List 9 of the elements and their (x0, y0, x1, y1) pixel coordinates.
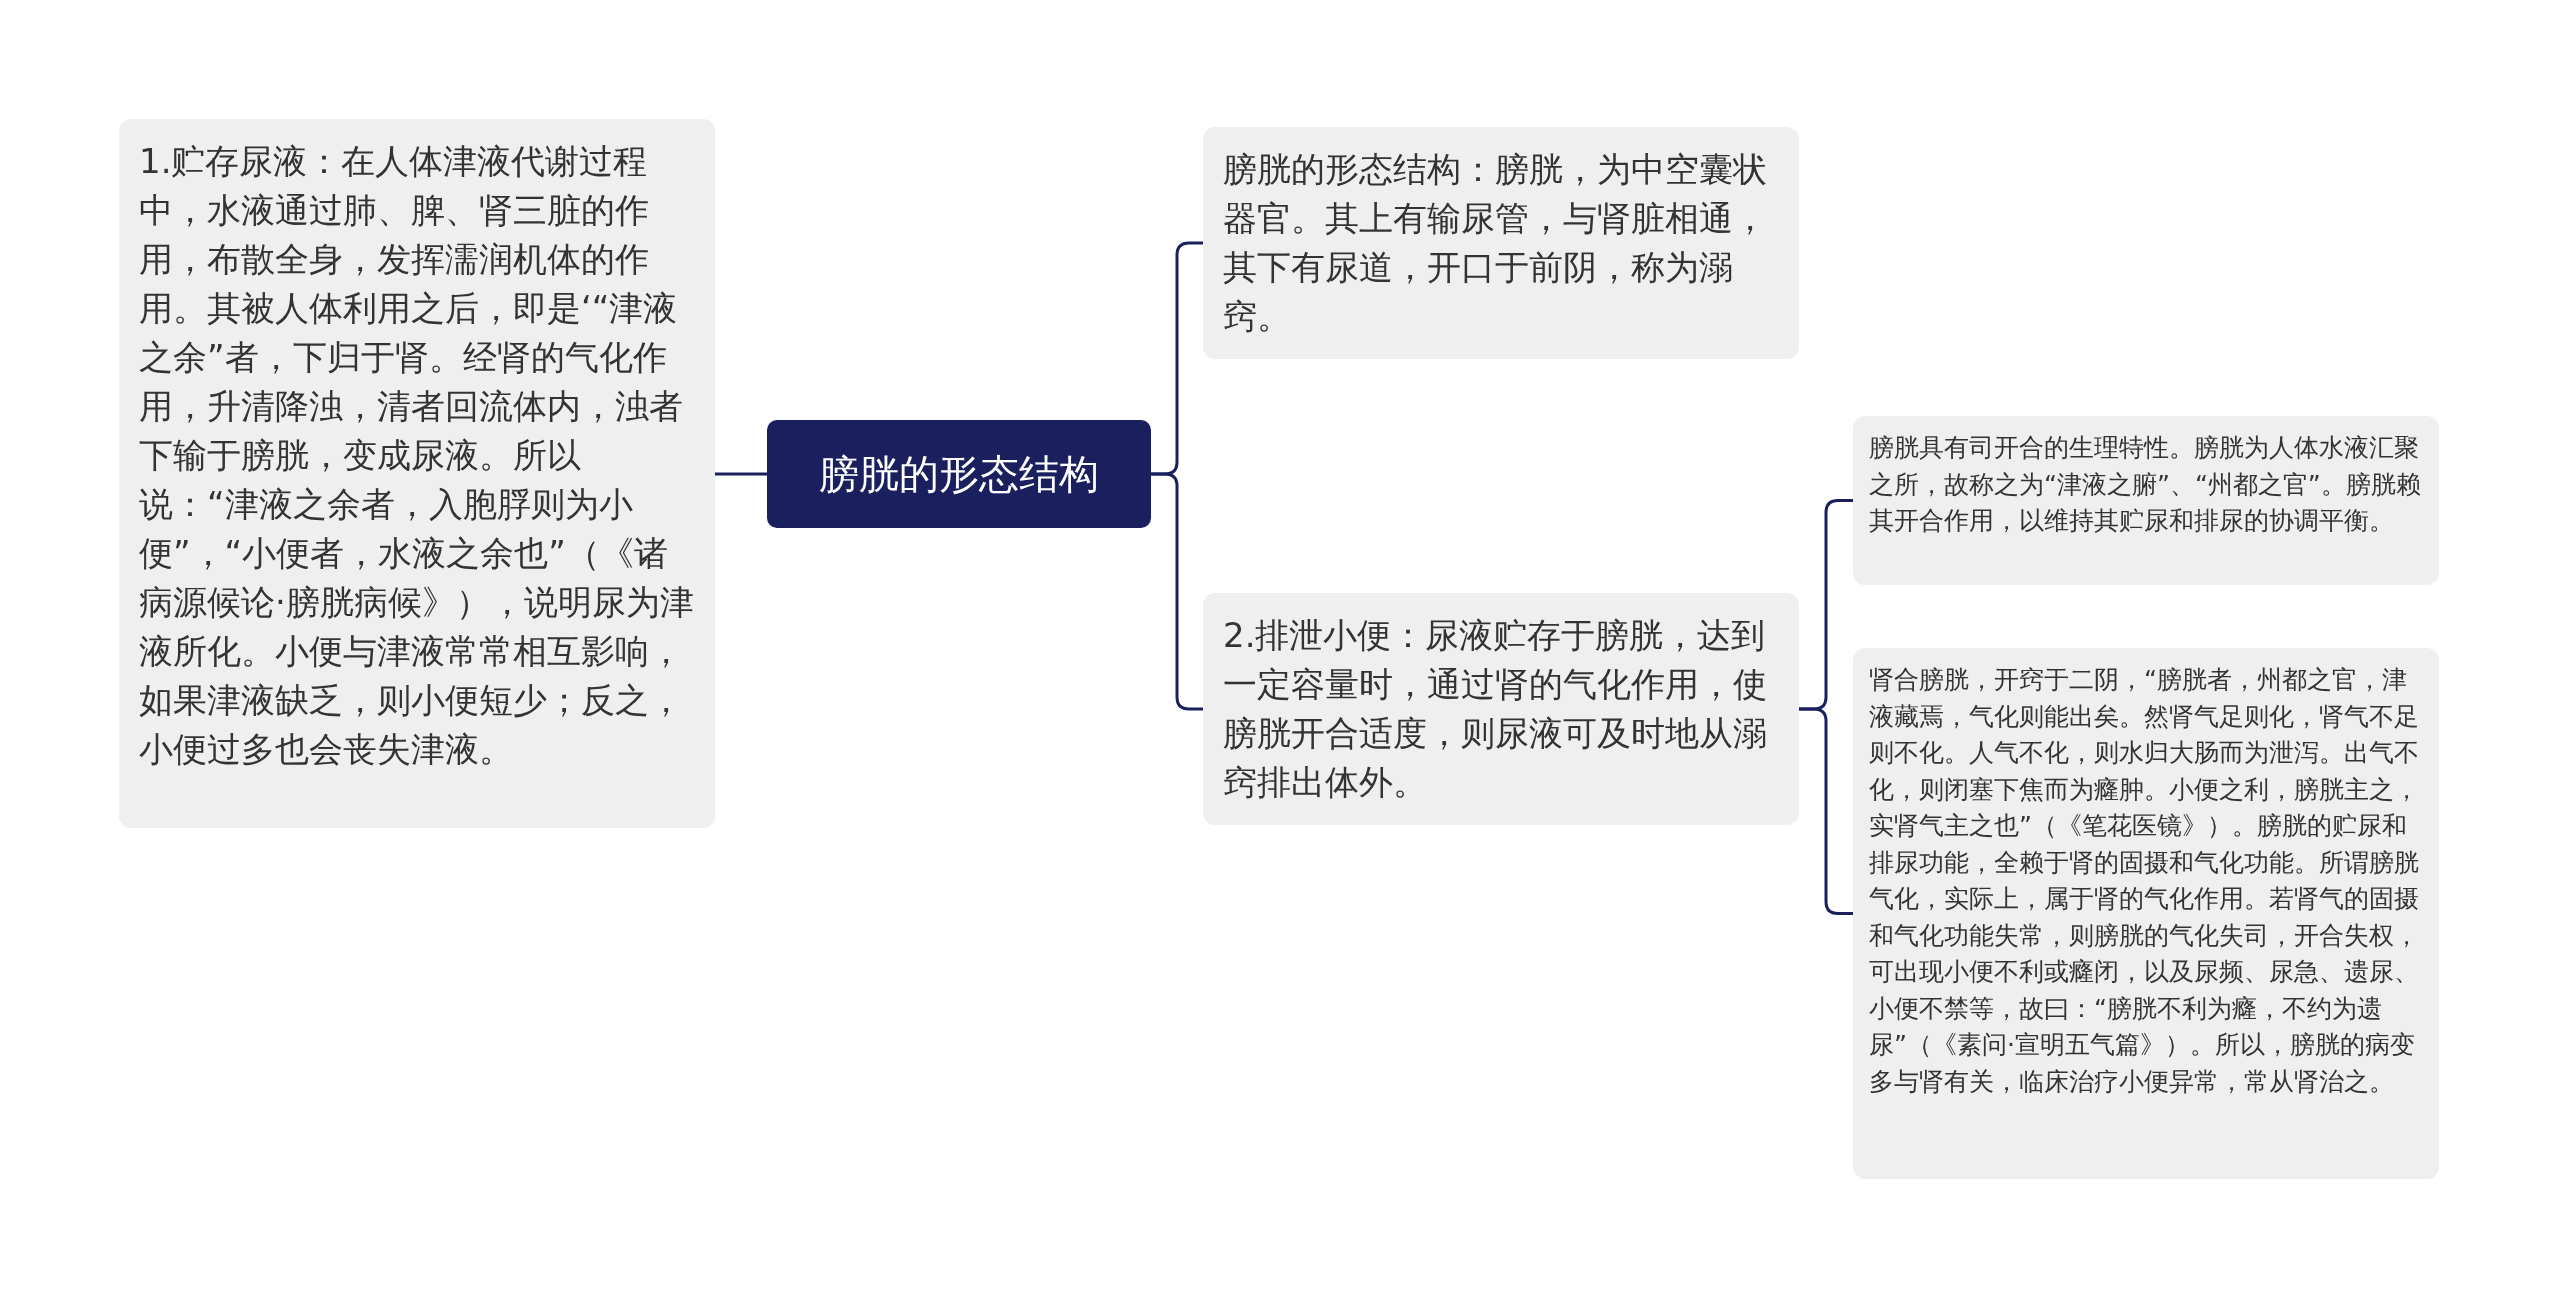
connector-line (1151, 472, 1203, 711)
connector-line (715, 472, 767, 476)
connector-line (1799, 707, 1853, 915)
subtopic-box: 膀胱具有司开合的生理特性。膀胱为人体水液汇聚之所，故称之为“津液之腑”、“州都之官”。膀胱赖其开合作用，以维持其贮尿和排尿的协调平衡。 (1853, 416, 2439, 585)
topic-box: 膀胱的形态结构：膀胱，为中空囊状器官。其上有输尿管，与肾脏相通，其下有尿道，开口于前阴，称为溺窍。 (1203, 127, 1799, 359)
topic-box: 2.排泄小便：尿液贮存于膀胱，达到一定容量时，通过肾的气化作用，使膀胱开合适度，则尿液可及时地从溺窍排出体外。 (1203, 593, 1799, 825)
topic-box: 1.贮存尿液：在人体津液代谢过程中，水液通过肺、脾、肾三脏的作用，布散全身，发挥濡润机体的作用。其被人体利用之后，即是‘“津液之余”者，下归于肾。经肾的气化作用，升清降浊，清者回流体内，浊者下输于膀胱，变成尿液。所以说：“津液之余者，入胞脬则为小便”，“小便者，水液之余也”（《诸病源候论·膀胱病候》），说明尿为津液所化。小便与津液常常相互影响，如果津液缺乏，则小便短少；反之，小便过多也会丧失津液。 (119, 119, 715, 828)
central-topic-box: 膀胱的形态结构 (767, 420, 1151, 528)
subtopic-box: 肾合膀胱，开窍于二阴，“膀胱者，州都之官，津液藏焉，气化则能出矣。然肾气足则化，肾气不足则不化。人气不化，则水归大肠而为泄泻。出气不化，则闭塞下焦而为癃肿。小便之利，膀胱主之，实肾气主之也”（《笔花医镜》）。膀胱的贮尿和排尿功能，全赖于肾的固摄和气化功能。所谓膀胱气化，实际上，属于肾的气化作用。若肾气的固摄和气化功能失常，则膀胱的气化失司，开合失权，可出现小便不利或癃闭，以及尿频、尿急、遗尿、小便不禁等，故曰：“膀胱不利为癃，不约为遗尿”（《素问·宣明五气篇》）。所以，膀胱的病变多与肾有关，临床治疗小便异常，常从肾治之。 (1853, 648, 2439, 1179)
